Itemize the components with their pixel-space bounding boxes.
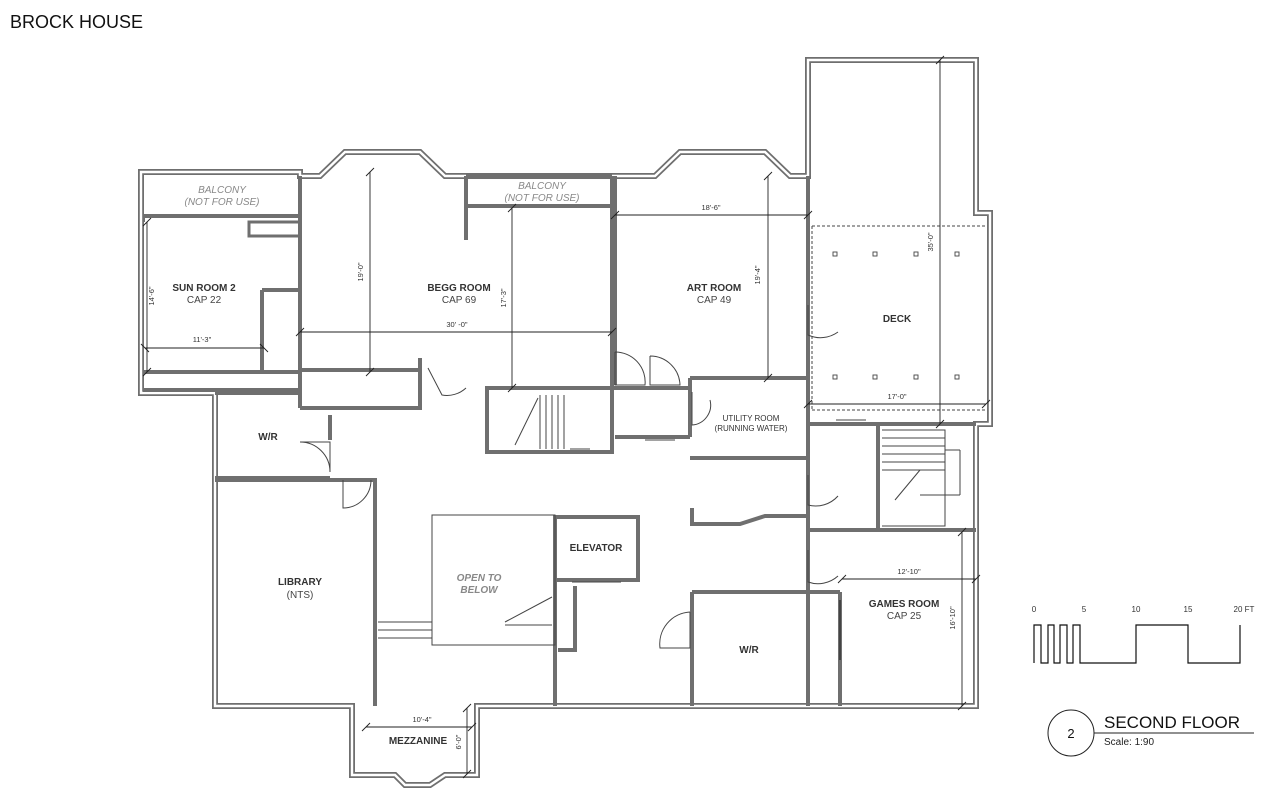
room-labels: BALCONY (NOT FOR USE) BALCONY (NOT FOR U… (172, 181, 939, 747)
dim-begg-depth-b: 17'-3" (499, 288, 508, 307)
thin-lines (378, 225, 986, 646)
title-block: 2 SECOND FLOOR Scale: 1:90 (1047, 709, 1254, 757)
begg-room-name: BEGG ROOM (427, 283, 490, 294)
scale-tick-5: 5 (1082, 605, 1087, 614)
deck-name: DECK (883, 314, 912, 325)
dim-sun-room-width: 11'-3" (193, 335, 212, 344)
scale-tick-10: 10 (1132, 605, 1141, 614)
sheet-title: SECOND FLOOR (1104, 713, 1240, 732)
dim-begg-width: 30' -0" (446, 320, 468, 329)
scale-tick-15: 15 (1184, 605, 1193, 614)
doors (299, 305, 841, 660)
wr-right-name: W/R (739, 645, 759, 656)
dim-deck-depth: 35'-0" (926, 232, 935, 251)
dim-art-width: 18'-6" (701, 203, 720, 212)
scale-tick-20: 20 FT (1234, 605, 1255, 614)
dim-mezz-depth: 6'-0" (454, 734, 463, 749)
interior-walls (143, 174, 976, 706)
dim-sun-room-depth: 14'-6" (147, 286, 156, 305)
library-name: LIBRARY (278, 577, 322, 588)
open-to-below-line1: OPEN TO (457, 573, 502, 584)
library-note: (NTS) (287, 590, 314, 601)
wr-left-name: W/R (258, 432, 278, 443)
sheet-number: 2 (1067, 726, 1074, 741)
scale-bar: 0 5 10 15 20 FT (1032, 605, 1255, 664)
games-room-cap: CAP 25 (887, 611, 922, 622)
dim-mezz-width: 10'-4" (412, 715, 431, 724)
sheet-scale: Scale: 1:90 (1104, 737, 1154, 748)
balcony-mid-name: BALCONY (518, 181, 567, 192)
sun-room-2-cap: CAP 22 (187, 295, 222, 306)
balcony-left-name: BALCONY (198, 185, 247, 196)
dim-games-width: 12'-10" (897, 567, 921, 576)
dim-deck-width: 17'-0" (887, 392, 906, 401)
balcony-mid-note: (NOT FOR USE) (505, 193, 580, 204)
dim-begg-depth-a: 19'-0" (356, 262, 365, 281)
dim-art-depth: 19'-4" (753, 265, 762, 284)
balcony-left-note: (NOT FOR USE) (185, 197, 260, 208)
art-room-cap: CAP 49 (697, 295, 732, 306)
begg-room-cap: CAP 69 (442, 295, 477, 306)
utility-room-note: (RUNNING WATER) (715, 424, 788, 433)
games-room-name: GAMES ROOM (869, 599, 940, 610)
dim-games-depth: 16'-10" (948, 606, 957, 630)
open-to-below-line2: BELOW (460, 585, 499, 596)
dimension-lines (140, 55, 991, 779)
utility-room-name: UTILITY ROOM (723, 414, 780, 423)
art-room-name: ART ROOM (687, 283, 741, 294)
exterior-walls (138, 57, 993, 788)
scale-tick-0: 0 (1032, 605, 1037, 614)
page-title: BROCK HOUSE (10, 12, 143, 32)
dimension-labels: 11'-3" 14'-6" 19'-0" 17'-3" 30' -0" 18'-… (147, 203, 957, 749)
sun-room-2-name: SUN ROOM 2 (172, 283, 236, 294)
deck-posts (832, 251, 960, 380)
elevator-name: ELEVATOR (570, 543, 624, 554)
mezzanine-name: MEZZANINE (389, 736, 448, 747)
